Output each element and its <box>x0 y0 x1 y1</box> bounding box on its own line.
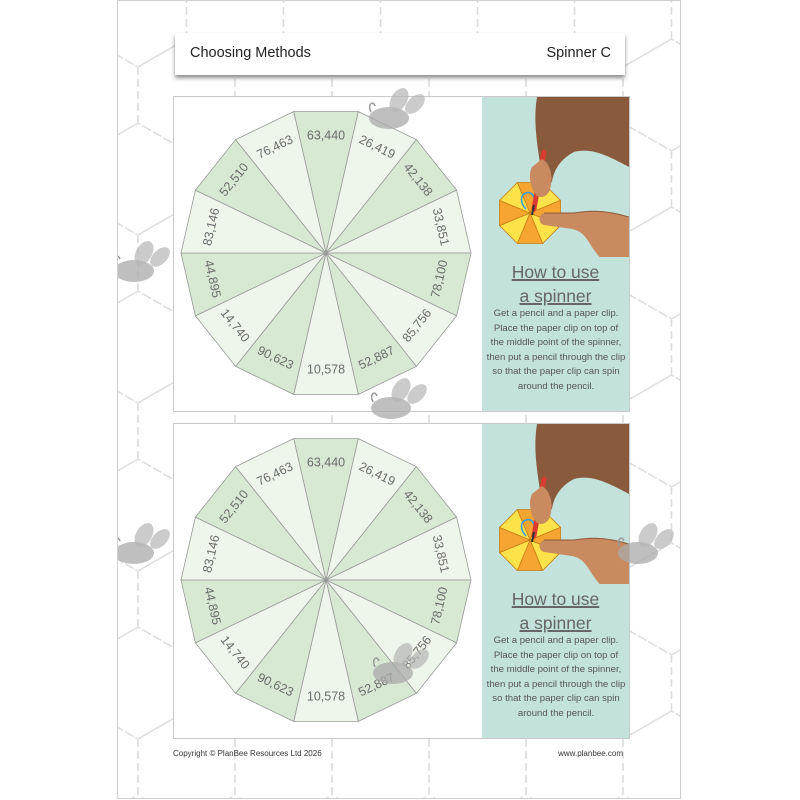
spinner-value-label: 10,578 <box>307 362 345 376</box>
page-subtitle: Spinner C <box>546 45 611 61</box>
howto-panel-1: How to use a spinner Get a pencil and a … <box>482 97 629 411</box>
spinner-value-label: 10,578 <box>307 689 345 703</box>
howto-title-line1: How to use <box>511 589 600 609</box>
spinner-value-label: 63,440 <box>307 128 345 142</box>
spinner-wheel-2[interactable]: 63,44026,41942,13833,85178,10085,75652,8… <box>174 424 482 738</box>
howto-panel-2: How to use a spinner Get a pencil and a … <box>482 424 629 738</box>
spinner-card-2: 63,44026,41942,13833,85178,10085,75652,8… <box>173 423 630 739</box>
header-bar: Choosing Methods Spinner C <box>175 33 625 75</box>
howto-title-line2: a spinner <box>519 613 592 633</box>
hand-pencil-icon <box>498 424 629 584</box>
bee-icon <box>118 523 170 564</box>
page-title: Choosing Methods <box>190 45 311 61</box>
howto-title-line1: How to use <box>511 262 600 282</box>
spinner-value-label: 63,440 <box>307 455 345 469</box>
howto-title-1: How to use a spinner <box>482 260 629 308</box>
spinner-sector <box>234 438 327 581</box>
bee-icon <box>118 241 170 282</box>
bee-icon <box>372 643 429 684</box>
footer-copyright: Copyright © PlanBee Resources Ltd 2026 <box>173 749 322 758</box>
howto-text-2: Get a pencil and a paper clip. Place the… <box>486 635 626 719</box>
howto-title-2: How to use a spinner <box>482 587 629 635</box>
spinner-sector <box>234 111 327 254</box>
footer-website[interactable]: www.planbee.com <box>558 749 623 758</box>
howto-title-line2: a spinner <box>519 286 592 306</box>
hand-pencil-icon <box>498 97 629 257</box>
bee-icon <box>370 378 427 419</box>
bee-icon <box>617 523 674 564</box>
bee-icon <box>368 88 425 129</box>
howto-text-1: Get a pencil and a paper clip. Place the… <box>486 308 626 392</box>
